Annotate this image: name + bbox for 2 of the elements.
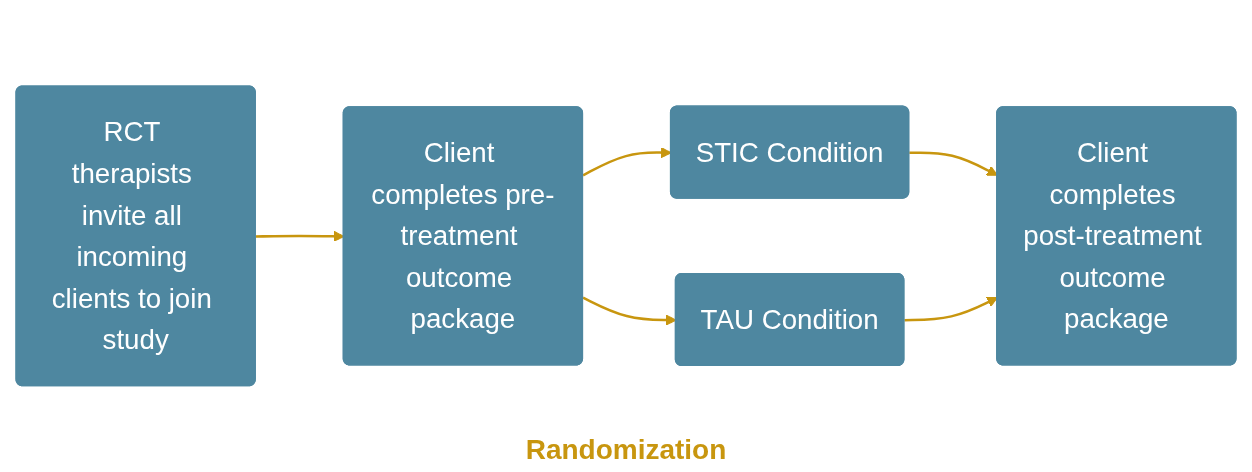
note-text: Randomization bbox=[525, 434, 727, 466]
flowchart-drawing: RCT therapists invite all incoming clients to join study Client completes pre-treatment outcome package STIC Condition TAU Condition Client completes post-treatment outcome package bbox=[6, 76, 1246, 396]
